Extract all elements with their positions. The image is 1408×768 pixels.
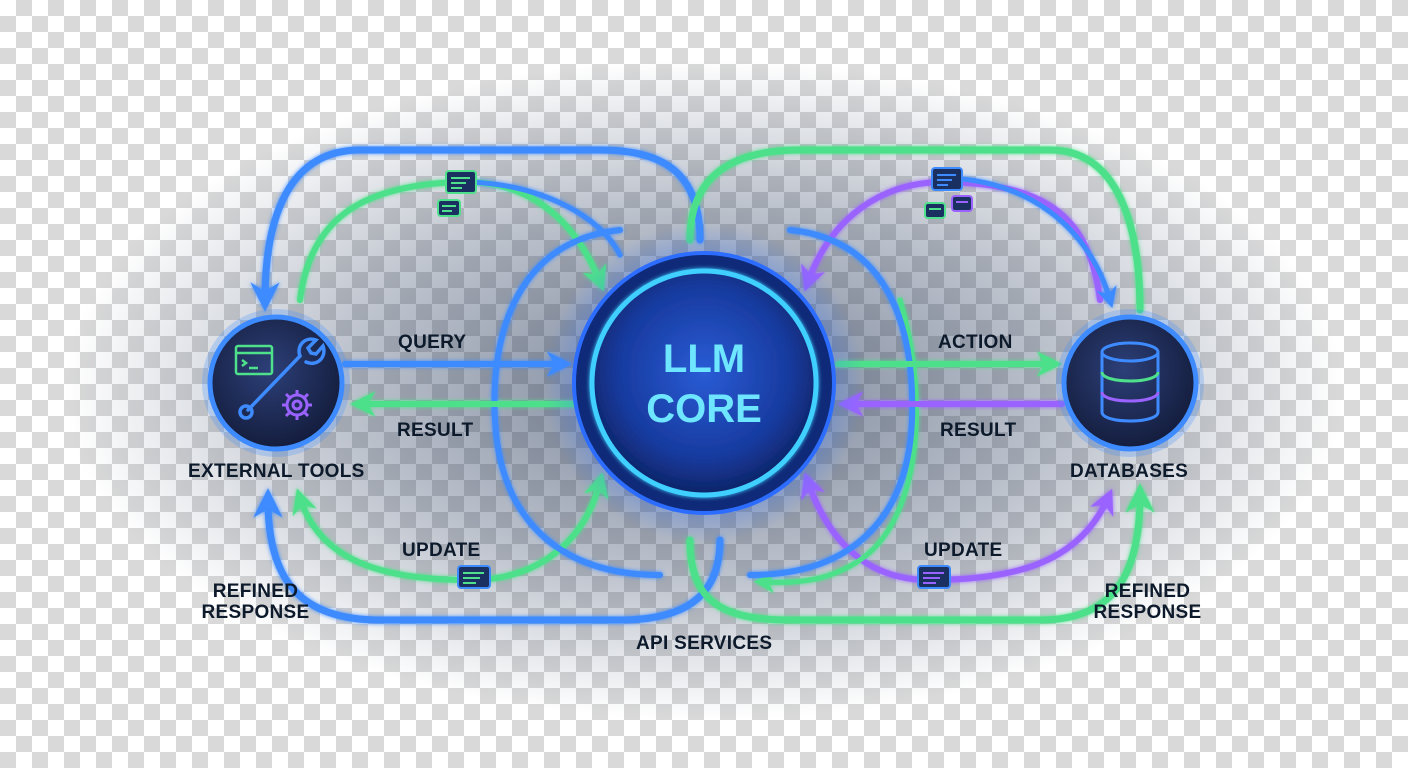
arc-bottom-right-green (753, 297, 919, 594)
external-tools-node (202, 309, 350, 457)
core-title-line2: CORE (646, 387, 762, 431)
arc-top-right-blue (937, 175, 1117, 309)
label-refined-response-right: REFINED RESPONSE (1090, 581, 1205, 623)
gear-icon (282, 390, 312, 420)
outer-loop-left-blue (250, 146, 704, 312)
database-icon (1100, 341, 1160, 423)
label-api-services: API SERVICES (636, 633, 773, 654)
message-card-icon (445, 170, 477, 194)
databases-node (1056, 309, 1204, 457)
wrench-icon (238, 337, 326, 420)
label-external-tools: EXTERNAL TOOLS (188, 461, 365, 482)
arc-top-left-blue (467, 179, 623, 258)
message-card-icon (917, 565, 951, 589)
cross-loop-left-blue (491, 227, 663, 578)
label-databases: DATABASES (1070, 461, 1189, 482)
terminal-icon (234, 344, 274, 376)
label-result-left: RESULT (397, 420, 474, 441)
llm-core-node: LLM CORE (544, 223, 864, 543)
outer-loop-bottom-right-green (686, 483, 1155, 624)
label-refined-right-line2: RESPONSE (1093, 602, 1202, 623)
cross-loop-right-blue (747, 227, 916, 578)
label-refined-response-left: REFINED RESPONSE (198, 581, 313, 623)
label-result-right: RESULT (940, 420, 1017, 441)
label-refined-left-line2: RESPONSE (201, 602, 310, 623)
label-refined-left-line1: REFINED (212, 581, 299, 602)
label-action: ACTION (938, 332, 1013, 353)
outer-loop-bottom-left-blue (253, 488, 724, 624)
outer-loop-right-green (686, 146, 1144, 314)
core-title-line1: LLM (663, 337, 745, 381)
label-query: QUERY (398, 332, 467, 353)
message-card-icon (924, 202, 946, 219)
label-update-right: UPDATE (924, 540, 1003, 561)
label-update-left: UPDATE (402, 540, 481, 561)
message-card-icon (457, 565, 491, 589)
label-refined-right-line1: REFINED (1104, 581, 1191, 602)
message-card-icon (931, 167, 963, 191)
message-card-icon (951, 195, 973, 212)
message-card-icon (437, 199, 461, 217)
